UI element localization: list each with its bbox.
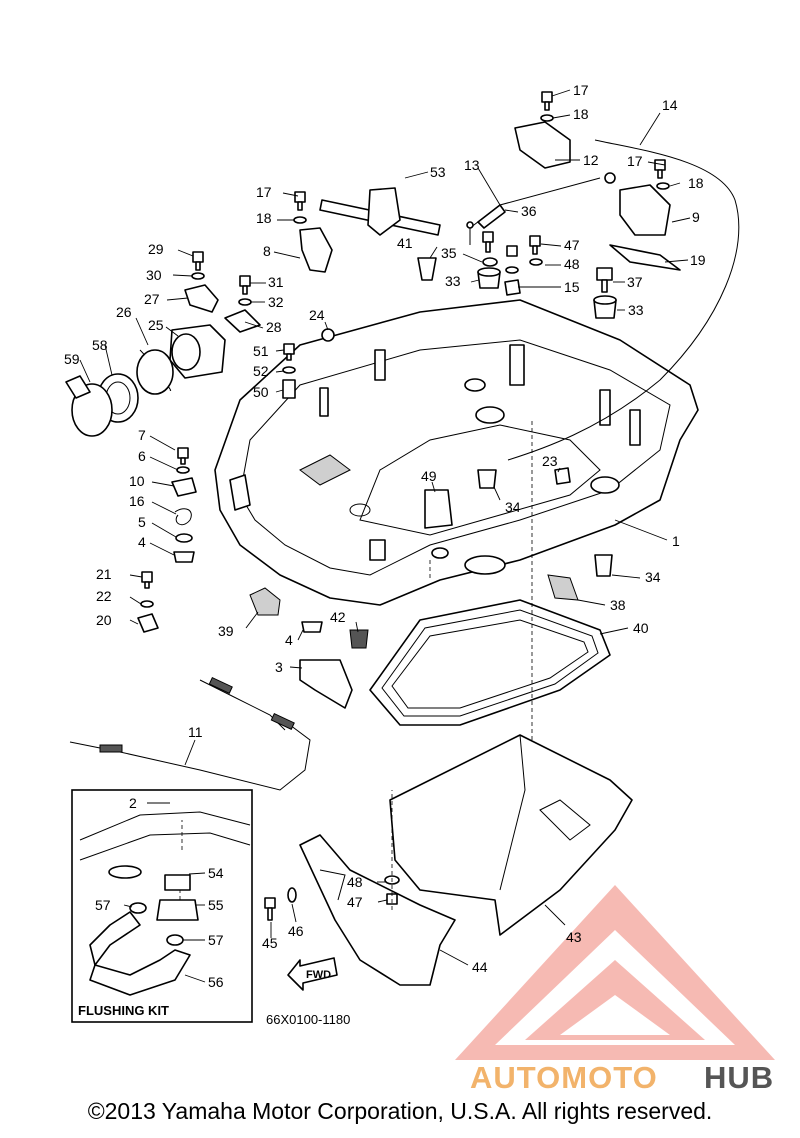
callout-51: 51: [253, 343, 269, 359]
callout-6: 6: [138, 448, 146, 464]
callout-23: 23: [542, 453, 558, 469]
flushing-kit-label: FLUSHING KIT: [78, 1003, 169, 1018]
alignment-lines: [179, 420, 533, 910]
callout-49: 49: [421, 468, 437, 484]
callout-25: 25: [148, 317, 164, 333]
callout-9: 9: [692, 209, 700, 225]
callout-21: 21: [96, 566, 112, 582]
callout-37: 37: [627, 274, 643, 290]
callout-18: 18: [688, 175, 704, 191]
callout-17: 17: [573, 82, 589, 98]
callout-18: 18: [256, 210, 272, 226]
callout-16: 16: [129, 493, 145, 509]
callout-57: 57: [208, 932, 224, 948]
callout-27: 27: [144, 291, 160, 307]
callout-48: 48: [564, 256, 580, 272]
automotohub-watermark-text: AUTOMOTO HUB: [470, 1060, 774, 1095]
watermark-brand-hub: HUB: [704, 1060, 774, 1095]
apron-43: [389, 734, 633, 936]
callout-54: 54: [208, 865, 224, 881]
callout-46: 46: [288, 923, 304, 939]
callout-33: 33: [445, 273, 461, 289]
callout-34: 34: [505, 499, 521, 515]
callout-12: 12: [583, 152, 599, 168]
callout-19: 19: [690, 252, 706, 268]
callout-59: 59: [64, 351, 80, 367]
callout-14: 14: [662, 97, 678, 113]
callout-47: 47: [347, 894, 363, 910]
callout-26: 26: [116, 304, 132, 320]
callout-4: 4: [285, 632, 293, 648]
callout-34: 34: [645, 569, 661, 585]
callout-50: 50: [253, 384, 269, 400]
callout-2: 2: [129, 795, 137, 811]
callout-4: 4: [138, 534, 146, 550]
callout-55: 55: [208, 897, 224, 913]
callout-11: 11: [188, 724, 203, 740]
fwd-arrow: FWD: [287, 957, 338, 991]
leader-lines: [79, 89, 691, 983]
rubber-seal-40: [369, 599, 611, 726]
fwd-label: FWD: [306, 969, 331, 981]
callout-28: 28: [266, 319, 282, 335]
callout-31: 31: [268, 274, 284, 290]
copyright-notice: ©2013 Yamaha Motor Corporation, U.S.A. A…: [87, 1098, 713, 1124]
callout-33: 33: [628, 302, 644, 318]
callout-18: 18: [573, 106, 589, 122]
callout-5: 5: [138, 514, 146, 530]
flushing-kit-box: FLUSHING KIT: [71, 789, 253, 1023]
callout-3: 3: [275, 659, 283, 675]
callout-20: 20: [96, 612, 112, 628]
callout-52: 52: [253, 363, 269, 379]
callout-32: 32: [268, 294, 284, 310]
callout-47: 47: [564, 237, 580, 253]
callout-7: 7: [138, 427, 146, 443]
callout-30: 30: [146, 267, 162, 283]
callout-44: 44: [472, 959, 488, 975]
callout-57: 57: [95, 897, 111, 913]
callout-39: 39: [218, 623, 234, 639]
callout-45: 45: [262, 935, 278, 951]
callout-8: 8: [263, 243, 271, 259]
callout-17: 17: [256, 184, 272, 200]
callout-numbers: 17 18 14 13 12 17 18 53 17 18 36 9 29 8 …: [64, 82, 706, 1027]
callout-29: 29: [148, 241, 164, 257]
watermark-brand-automoto: AUTOMOTO: [470, 1060, 658, 1095]
callout-43: 43: [566, 929, 582, 945]
callout-35: 35: [441, 245, 457, 261]
small-hardware: [65, 91, 740, 921]
callout-10: 10: [129, 473, 145, 489]
callout-24: 24: [309, 307, 325, 323]
callout-38: 38: [610, 597, 626, 613]
callout-40: 40: [633, 620, 649, 636]
callout-58: 58: [92, 337, 108, 353]
callout-48: 48: [347, 874, 363, 890]
callout-22: 22: [96, 588, 112, 604]
callout-53: 53: [430, 164, 446, 180]
callout-56: 56: [208, 974, 224, 990]
automotohub-watermark-logo: [455, 885, 775, 1060]
callout-15: 15: [564, 279, 580, 295]
cable-11: [69, 676, 311, 791]
callout-13: 13: [464, 157, 480, 173]
callout-17: 17: [627, 153, 643, 169]
bottom-cowling: [214, 299, 699, 606]
apron-44: [299, 834, 456, 986]
callout-36: 36: [521, 203, 537, 219]
diagram-code: 66X0100-1180: [266, 1012, 350, 1027]
callout-42: 42: [330, 609, 346, 625]
callout-41: 41: [397, 235, 413, 251]
callout-1: 1: [672, 533, 680, 549]
